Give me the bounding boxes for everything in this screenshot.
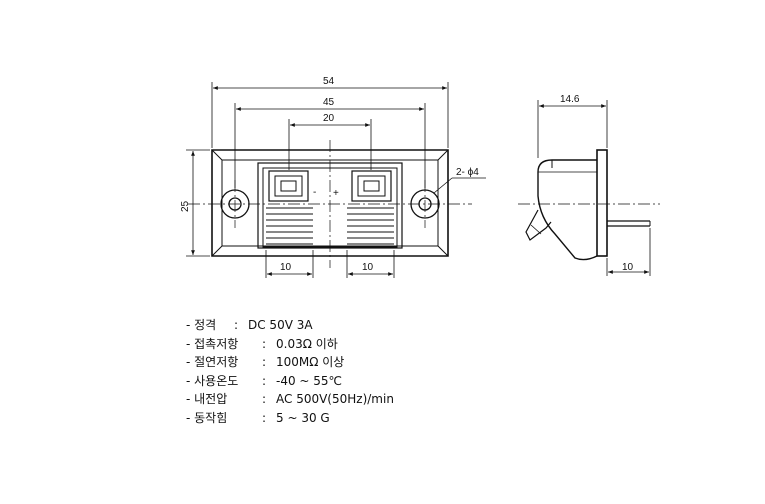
spec-colon: : bbox=[262, 410, 267, 425]
spec-colon: : bbox=[262, 336, 267, 351]
spec-label: - 동작힘 bbox=[186, 410, 228, 425]
left-terminal-slots bbox=[266, 207, 313, 245]
spec-value: DC 50V 3A bbox=[248, 318, 313, 332]
dim-hole-callout: 2- ϕ4 bbox=[456, 167, 479, 178]
side-body bbox=[537, 159, 598, 261]
dim-left-terminal-width: 10 bbox=[280, 262, 292, 273]
dim-right-terminal-width: 10 bbox=[362, 262, 374, 273]
spec-label: - 절연저항 bbox=[186, 355, 239, 370]
spec-label: - 접촉저항 bbox=[186, 336, 239, 351]
spec-colon: : bbox=[234, 318, 239, 332]
spec-label: - 사용온도 bbox=[186, 373, 239, 388]
right-terminal-head bbox=[351, 170, 392, 202]
side-lever bbox=[525, 209, 552, 241]
spec-label: - 정격 bbox=[186, 318, 217, 332]
front-dimension-lines bbox=[186, 82, 486, 278]
dim-height: 25 bbox=[180, 200, 191, 212]
dim-pin-length: 10 bbox=[622, 262, 634, 273]
spec-value: -40 ~ 55℃ bbox=[276, 373, 343, 388]
side-view bbox=[518, 149, 660, 261]
left-terminal-head bbox=[268, 170, 309, 202]
spec-colon: : bbox=[262, 392, 267, 407]
front-view bbox=[188, 140, 472, 268]
spec-label: - 내전압 bbox=[186, 392, 228, 407]
dim-overall-width: 54 bbox=[323, 76, 335, 87]
minus-mark: - bbox=[313, 187, 316, 198]
spec-value: 0.03Ω 이하 bbox=[276, 336, 338, 351]
front-centerlines bbox=[188, 140, 472, 268]
spec-value: AC 500V(50Hz)/min bbox=[276, 392, 394, 407]
plus-mark: + bbox=[333, 188, 339, 199]
dim-hole-spacing: 45 bbox=[323, 97, 335, 108]
dim-side-depth: 14.6 bbox=[560, 94, 580, 105]
side-flange bbox=[596, 149, 608, 257]
spec-value: 5 ~ 30 G bbox=[276, 410, 330, 425]
right-terminal-slots bbox=[347, 207, 394, 245]
dim-terminal-spacing: 20 bbox=[323, 113, 335, 124]
spec-colon: : bbox=[262, 373, 267, 388]
spec-colon: : bbox=[262, 355, 267, 370]
spec-value: 100MΩ 이상 bbox=[276, 355, 345, 370]
side-dimension-lines bbox=[537, 100, 651, 276]
